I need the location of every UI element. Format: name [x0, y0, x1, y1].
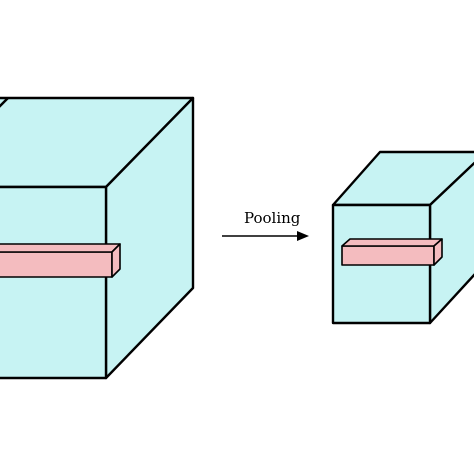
output-bar-end	[433, 238, 443, 266]
output-pooled-window	[341, 238, 443, 266]
input-cube-front-face	[0, 185, 108, 380]
input-bar-end	[111, 243, 121, 278]
output-bar-front	[341, 245, 435, 266]
output-bar-top	[341, 238, 443, 247]
pooling-arrow: Pooling	[222, 209, 309, 241]
input-cube-back-edge	[0, 97, 9, 108]
output-feature-cube	[331, 150, 474, 325]
input-bar-front	[0, 251, 113, 278]
input-feature-cube	[0, 96, 195, 380]
input-bar-top	[0, 243, 121, 253]
pooling-label: Pooling	[244, 209, 301, 227]
arrow-head-icon	[297, 231, 309, 241]
input-pooling-window	[0, 243, 121, 278]
